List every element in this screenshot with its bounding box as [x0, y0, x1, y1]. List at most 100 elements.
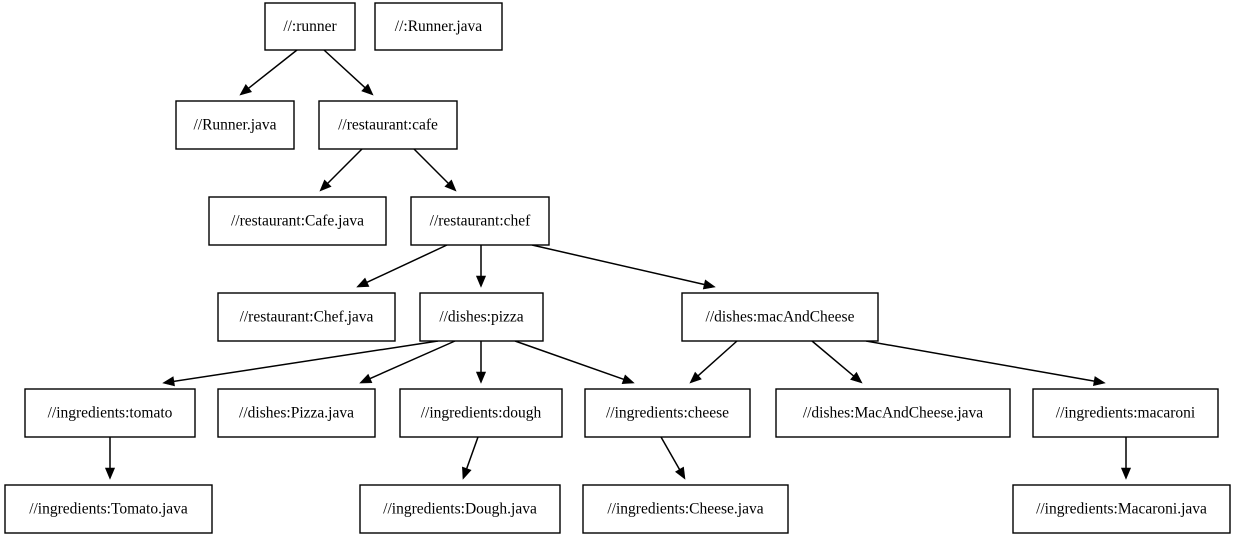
edge-arrowhead-icon: [444, 179, 457, 192]
graph-node-runner[interactable]: //:runner: [264, 2, 356, 51]
edge-line: [413, 148, 449, 184]
edge-line: [248, 49, 298, 89]
edge-arrowhead-icon: [1120, 467, 1132, 480]
graph-node-ing_dough_java[interactable]: //ingredients:Dough.java: [359, 484, 561, 534]
nodes-layer: //:runner //:Runner.java //Runner.java //re…: [4, 2, 1231, 534]
graph-edge: [475, 245, 487, 288]
graph-node-ing_tomato_java[interactable]: //ingredients:Tomato.java: [4, 484, 213, 534]
graph-edge: [475, 341, 487, 384]
node-box[interactable]: [584, 388, 751, 438]
graph-node-restaurant_chef_java[interactable]: //restaurant:Chef.java: [217, 292, 396, 342]
graph-edge: [356, 244, 448, 288]
graph-edge: [1120, 437, 1132, 480]
node-label: //dishes:pizza: [439, 309, 523, 326]
node-label: //ingredients:Tomato.java: [29, 501, 188, 518]
graph-edge: [359, 340, 456, 384]
node-label: //ingredients:Macaroni.java: [1036, 501, 1207, 518]
node-box[interactable]: [1032, 388, 1219, 438]
edge-line: [865, 340, 1095, 382]
graph-node-ing_cheese_java[interactable]: //ingredients:Cheese.java: [582, 484, 789, 534]
edge-line: [697, 340, 738, 377]
graph-node-ing_macaroni_java[interactable]: //ingredients:Macaroni.java: [1012, 484, 1231, 534]
edge-line: [465, 436, 479, 469]
edges-layer: [104, 49, 1132, 480]
graph-edge: [531, 244, 716, 290]
node-box[interactable]: [775, 388, 1011, 438]
graph-node-ing_macaroni[interactable]: //ingredients:macaroni: [1032, 388, 1219, 438]
node-box[interactable]: [24, 388, 196, 438]
graph-node-restaurant_cafe_java[interactable]: //restaurant:Cafe.java: [208, 196, 387, 246]
edge-arrowhead-icon: [475, 275, 487, 288]
graph-edge: [162, 340, 439, 387]
node-box[interactable]: [208, 196, 387, 246]
edge-arrowhead-icon: [361, 83, 374, 96]
graph-edge: [811, 340, 863, 384]
node-box[interactable]: [582, 484, 789, 534]
node-box[interactable]: [410, 196, 550, 246]
node-label: //restaurant:Chef.java: [240, 309, 374, 326]
node-box[interactable]: [175, 100, 295, 150]
edge-arrowhead-icon: [319, 179, 332, 192]
edge-line: [173, 340, 439, 383]
graph-edge: [413, 148, 457, 192]
node-box[interactable]: [217, 292, 396, 342]
graph-node-ing_cheese[interactable]: //ingredients:cheese: [584, 388, 751, 438]
graph-node-ing_tomato[interactable]: //ingredients:tomato: [24, 388, 196, 438]
edge-arrowhead-icon: [675, 466, 686, 480]
edge-line: [323, 49, 366, 89]
graph-node-runner_java_root[interactable]: //:Runner.java: [374, 2, 503, 51]
node-box[interactable]: [399, 388, 563, 438]
graph-node-dishes_macandcheese[interactable]: //dishes:macAndCheese: [681, 292, 879, 342]
node-label: //ingredients:macaroni: [1056, 405, 1196, 422]
node-box[interactable]: [217, 388, 376, 438]
edge-arrowhead-icon: [621, 374, 635, 385]
node-label: //Runner.java: [193, 117, 276, 134]
node-label: //ingredients:cheese: [606, 405, 729, 422]
edge-arrowhead-icon: [359, 373, 373, 384]
graph-edge: [660, 436, 686, 480]
node-label: //:Runner.java: [395, 18, 483, 35]
edge-arrowhead-icon: [356, 277, 370, 288]
edge-arrowhead-icon: [239, 84, 252, 96]
node-box[interactable]: [318, 100, 458, 150]
graph-node-restaurant_cafe[interactable]: //restaurant:cafe: [318, 100, 458, 150]
graph-node-dishes_mac_java[interactable]: //dishes:MacAndCheese.java: [775, 388, 1011, 438]
graph-node-dishes_pizza[interactable]: //dishes:pizza: [419, 292, 544, 342]
node-box[interactable]: [4, 484, 213, 534]
node-label: //:runner: [283, 18, 337, 35]
graph-node-restaurant_chef[interactable]: //restaurant:chef: [410, 196, 550, 246]
graph-node-ing_dough[interactable]: //ingredients:dough: [399, 388, 563, 438]
edge-line: [327, 148, 363, 184]
node-box[interactable]: [681, 292, 879, 342]
node-box[interactable]: [264, 2, 356, 51]
node-label: //dishes:Pizza.java: [239, 405, 354, 422]
graph-edge: [319, 148, 363, 192]
node-label: //dishes:macAndCheese: [706, 309, 855, 326]
graph-edge: [323, 49, 374, 96]
node-label: //restaurant:cafe: [338, 117, 438, 134]
graph-node-runner_java[interactable]: //Runner.java: [175, 100, 295, 150]
node-box[interactable]: [374, 2, 503, 51]
graph-edge: [239, 49, 298, 96]
node-label: //ingredients:Cheese.java: [607, 501, 763, 518]
graph-node-dishes_pizza_java[interactable]: //dishes:Pizza.java: [217, 388, 376, 438]
edge-arrowhead-icon: [162, 376, 175, 387]
graph-edge: [462, 436, 479, 480]
graph-edge: [865, 340, 1106, 387]
edge-line: [660, 436, 681, 470]
edge-line: [811, 340, 855, 377]
node-box[interactable]: [419, 292, 544, 342]
edge-arrowhead-icon: [1092, 376, 1106, 387]
node-box[interactable]: [359, 484, 561, 534]
node-label: //dishes:MacAndCheese.java: [803, 405, 983, 422]
node-label: //ingredients:tomato: [48, 405, 173, 422]
node-label: //restaurant:chef: [430, 213, 532, 230]
edge-line: [514, 340, 624, 381]
node-box[interactable]: [1012, 484, 1231, 534]
node-label: //ingredients:dough: [421, 405, 542, 422]
node-label: //restaurant:Cafe.java: [231, 213, 364, 230]
edge-arrowhead-icon: [104, 467, 116, 480]
edge-arrowhead-icon: [462, 466, 472, 480]
